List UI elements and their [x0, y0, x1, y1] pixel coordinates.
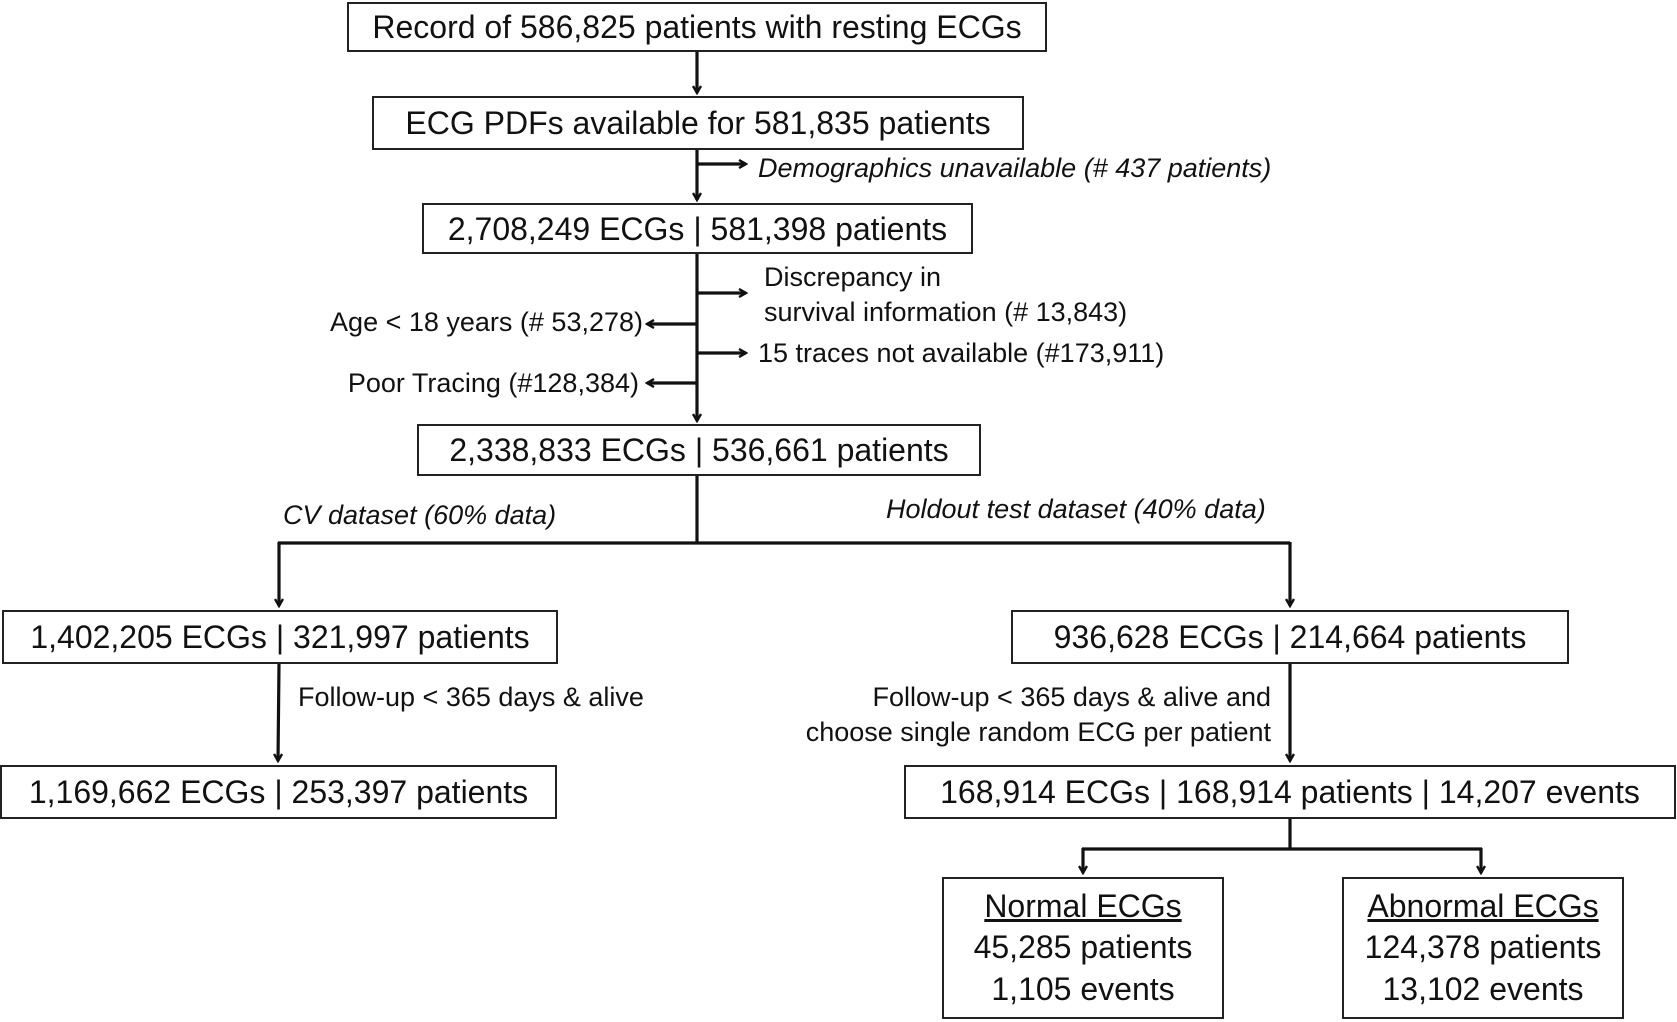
box-ecgs-total: 2,708,249 ECGs | 581,398 patients — [422, 203, 973, 254]
box-normal-patients: 45,285 patients — [973, 929, 1193, 966]
box-normal: Normal ECGs 45,285 patients 1,105 events — [942, 877, 1224, 1019]
box-pdfs: ECG PDFs available for 581,835 patients — [372, 96, 1024, 150]
label-traces-not-available: 15 traces not available (#173,911) — [758, 338, 1165, 368]
box-abnormal-patients: 124,378 patients — [1364, 929, 1602, 966]
box-ecgs-clean-label: 2,338,833 ECGs | 536,661 patients — [449, 432, 949, 468]
box-ecgs-total-label: 2,708,249 ECGs | 581,398 patients — [447, 210, 948, 247]
label-cv-followup: Follow-up < 365 days & alive — [298, 682, 644, 712]
label-holdout-followup-line2: choose single random ECG per patient — [805, 717, 1271, 747]
box-abnormal-events: 13,102 events — [1382, 970, 1584, 1007]
box-cv-set-label: 1,402,205 ECGs | 321,997 patients — [30, 619, 530, 655]
box-holdout-set-label: 936,628 ECGs | 214,664 patients — [1053, 619, 1527, 655]
box-abnormal: Abnormal ECGs 124,378 patients 13,102 ev… — [1342, 877, 1624, 1019]
box-holdout-final-label: 168,914 ECGs | 168,914 patients | 14,207… — [940, 774, 1640, 810]
box-abnormal-title: Abnormal ECGs — [1367, 887, 1599, 924]
box-cv-final: 1,169,662 ECGs | 253,397 patients — [0, 765, 557, 819]
box-ecgs-clean: 2,338,833 ECGs | 536,661 patients — [417, 424, 981, 476]
label-discrepancy-line2: survival information (# 13,843) — [764, 297, 1128, 327]
edge-cv-to-final — [278, 663, 279, 761]
box-cv-final-label: 1,169,662 ECGs | 253,397 patients — [28, 774, 529, 810]
box-holdout-final: 168,914 ECGs | 168,914 patients | 14,207… — [904, 765, 1676, 819]
box-record: Record of 586,825 patients with resting … — [347, 2, 1047, 52]
label-demographics-unavailable: Demographics unavailable (# 437 patients… — [758, 153, 1272, 183]
box-holdout-set: 936,628 ECGs | 214,664 patients — [1011, 610, 1569, 664]
label-cv-dataset: CV dataset (60% data) — [283, 500, 557, 530]
label-discrepancy-line1: Discrepancy in — [764, 262, 942, 292]
box-normal-title: Normal ECGs — [984, 887, 1182, 924]
box-cv-set: 1,402,205 ECGs | 321,997 patients — [2, 610, 558, 664]
label-holdout-followup-line1: Follow-up < 365 days & alive and — [872, 682, 1272, 712]
box-record-label: Record of 586,825 patients with resting … — [372, 9, 1022, 45]
label-age-excluded: Age < 18 years (# 53,278) — [330, 307, 643, 337]
box-normal-events: 1,105 events — [991, 970, 1175, 1007]
label-poor-tracing: Poor Tracing (#128,384) — [347, 368, 639, 398]
box-pdfs-label: ECG PDFs available for 581,835 patients — [405, 105, 991, 141]
label-holdout-dataset: Holdout test dataset (40% data) — [886, 494, 1266, 524]
